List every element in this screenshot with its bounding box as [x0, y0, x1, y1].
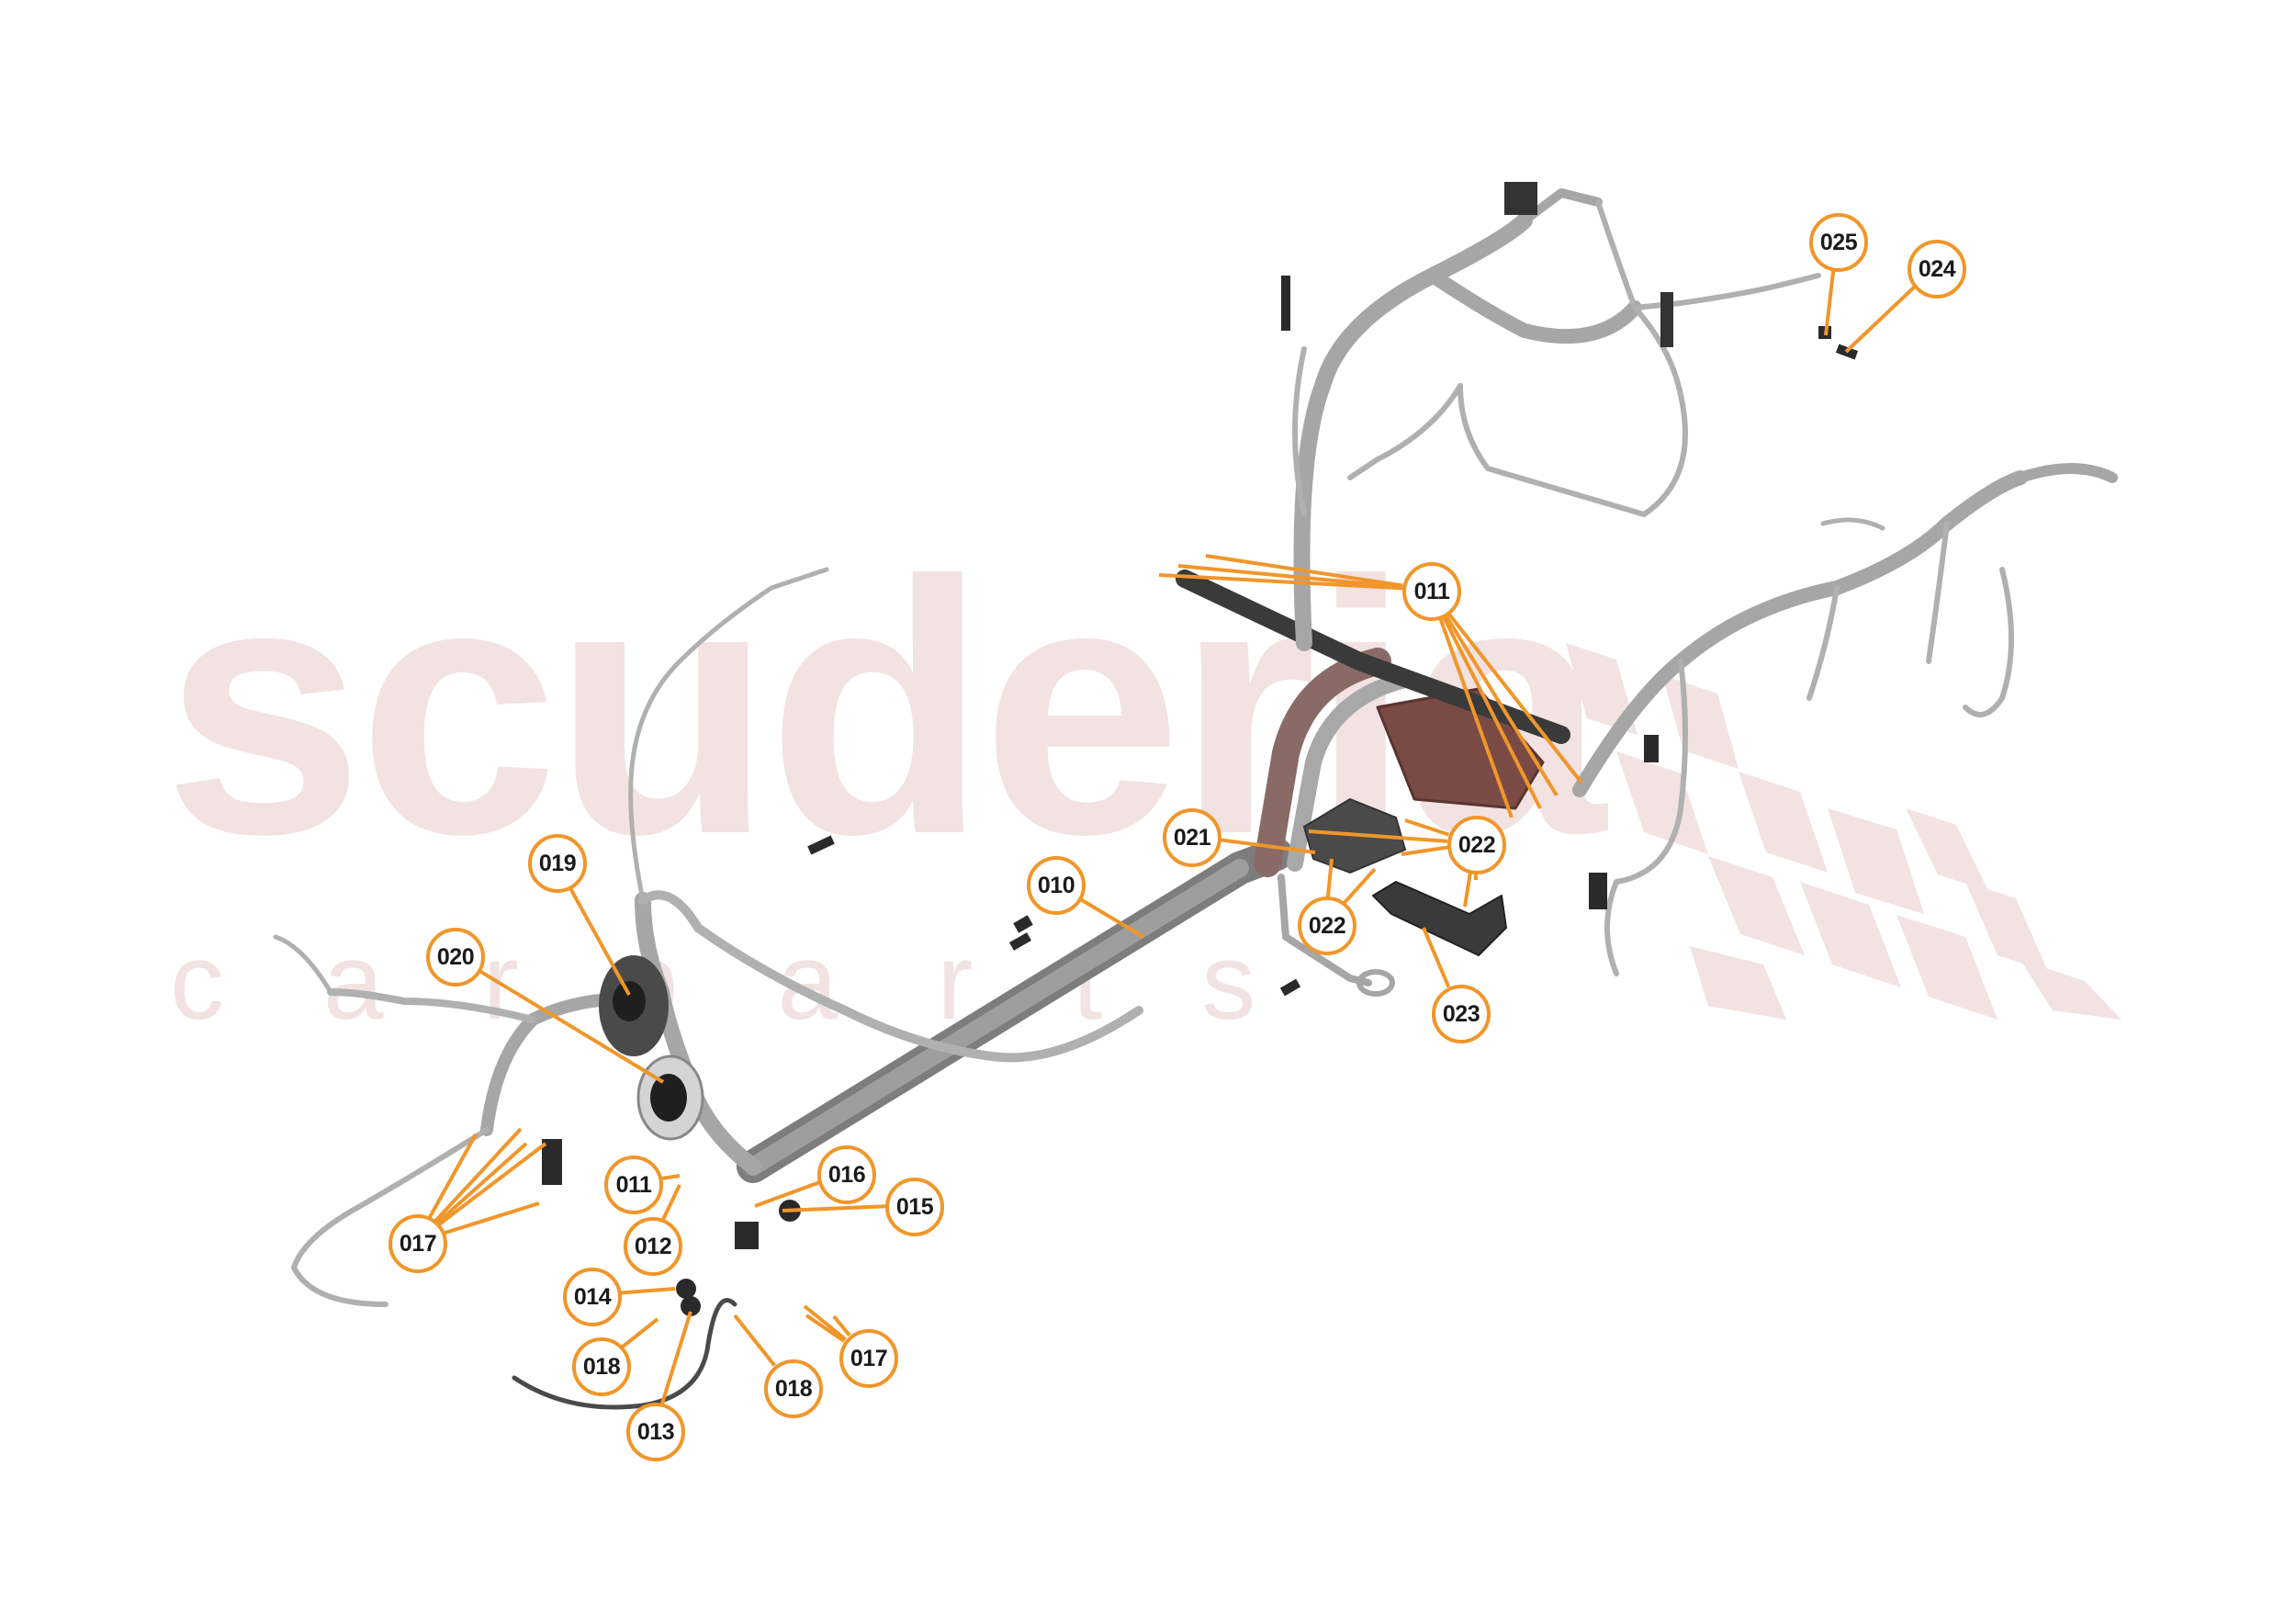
leader-line: [1443, 612, 1559, 797]
callout-025[interactable]: 025: [1809, 213, 1868, 272]
leader-line: [661, 1184, 681, 1221]
callout-012[interactable]: 012: [624, 1217, 682, 1276]
leader-line: [803, 1304, 847, 1341]
leader-line: [1076, 896, 1145, 939]
callout-011-lower[interactable]: 011: [604, 1156, 663, 1214]
leader-line: [1440, 613, 1542, 809]
leader-line: [1342, 867, 1377, 906]
callout-022-right[interactable]: 022: [1447, 816, 1506, 874]
leader-line: [733, 1314, 776, 1367]
leader-line: [1401, 845, 1448, 856]
callout-016[interactable]: 016: [817, 1145, 876, 1204]
callout-015[interactable]: 015: [885, 1178, 944, 1236]
callout-018-left[interactable]: 018: [572, 1337, 631, 1396]
leader-line: [1824, 267, 1836, 336]
leader-line: [433, 1127, 523, 1224]
leader-line: [1844, 285, 1917, 354]
bracket-023: [1372, 881, 1507, 956]
callout-019[interactable]: 019: [528, 834, 587, 893]
leader-line: [436, 1142, 547, 1227]
leader-line: [567, 885, 631, 996]
callout-010[interactable]: 010: [1027, 856, 1086, 915]
leader-line: [1325, 858, 1334, 897]
leader-line: [620, 1317, 659, 1349]
leader-line: [1177, 564, 1403, 590]
leader-line: [1422, 927, 1451, 988]
callout-017-right[interactable]: 017: [839, 1329, 898, 1388]
leader-line: [1217, 837, 1316, 854]
callout-020[interactable]: 020: [426, 928, 485, 987]
leader-line: [1404, 818, 1450, 837]
leader-line: [427, 1133, 478, 1219]
leader-line: [805, 1314, 846, 1343]
leader-line: [1308, 829, 1448, 843]
callout-018-right[interactable]: 018: [764, 1359, 823, 1418]
leader-line: [435, 1142, 528, 1225]
callout-013[interactable]: 013: [626, 1403, 685, 1461]
callout-021[interactable]: 021: [1163, 808, 1221, 867]
leader-line: [782, 1204, 886, 1212]
callout-014[interactable]: 014: [563, 1268, 622, 1326]
leader-line: [1445, 610, 1583, 784]
leader-line: [1158, 573, 1403, 591]
callout-011-upper[interactable]: 011: [1402, 562, 1461, 621]
leader-line: [1463, 870, 1473, 908]
leader-line: [617, 1287, 676, 1295]
leader-line: [476, 967, 665, 1084]
leader-line: [832, 1314, 851, 1337]
leader-line: [754, 1180, 820, 1208]
callout-023[interactable]: 023: [1432, 985, 1491, 1043]
callout-022-lower[interactable]: 022: [1298, 897, 1356, 955]
leader-line: [442, 1201, 540, 1235]
leader-line: [659, 1311, 692, 1404]
callout-017-left[interactable]: 017: [388, 1214, 447, 1273]
leader-line: [1205, 554, 1403, 588]
callout-024[interactable]: 024: [1908, 240, 1966, 299]
leader-line: [1437, 615, 1514, 818]
